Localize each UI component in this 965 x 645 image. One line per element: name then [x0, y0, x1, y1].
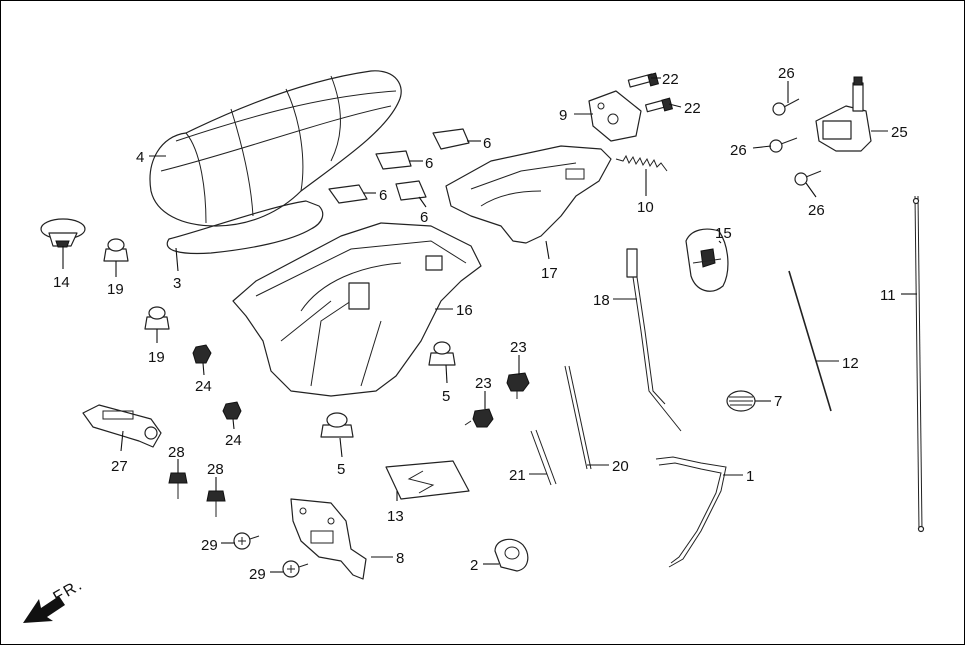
callout-26a: 26: [778, 65, 795, 82]
bracket-8: [290, 498, 367, 580]
callout-6d: 6: [420, 209, 428, 226]
lever-15: [685, 228, 729, 292]
callout-13: 13: [387, 508, 404, 525]
callout-24b: 24: [225, 432, 242, 449]
callout-1: 1: [746, 468, 754, 485]
seat-latch: [588, 90, 642, 142]
bolt-23a: [506, 372, 530, 399]
callout-25: 25: [891, 124, 908, 141]
callout-4: 4: [136, 149, 144, 166]
callout-27: 27: [111, 458, 128, 475]
callout-21: 21: [509, 467, 526, 484]
pad-6c: [328, 184, 368, 204]
screw-26b: [769, 137, 798, 153]
bolt-28a: [168, 472, 188, 499]
callout-22b: 22: [684, 100, 701, 117]
spring-7: [726, 390, 756, 412]
callout-6b: 6: [425, 155, 433, 172]
callouts: 22 22 9 26 26 26 25 4 6 6 6 6 10 3 14 19: [53, 65, 917, 583]
callout-7: 7: [774, 393, 782, 410]
callout-23b: 23: [475, 375, 492, 392]
rubber-cap-19b: [144, 306, 170, 330]
callout-2: 2: [470, 557, 478, 574]
rubber-5b: [320, 412, 354, 438]
hinge-27: [82, 404, 162, 448]
manual-13: [385, 460, 470, 500]
rod-21: [530, 429, 557, 486]
screw-29b: [282, 560, 309, 578]
screw-26c: [794, 170, 822, 186]
rod-12: [788, 270, 832, 412]
bolt-22a: [627, 72, 660, 88]
callout-14: 14: [53, 274, 70, 291]
storage-box: [232, 222, 482, 397]
callout-18: 18: [593, 292, 610, 309]
pad-6b: [375, 150, 412, 170]
callout-19b: 19: [148, 349, 165, 366]
callout-28a: 28: [168, 444, 185, 461]
spring-10: [615, 154, 668, 172]
callout-22a: 22: [662, 71, 679, 88]
clamp-2: [494, 538, 529, 572]
pad-6a: [432, 128, 470, 150]
callout-16: 16: [456, 302, 473, 319]
callout-8: 8: [396, 550, 404, 567]
pad-6d: [395, 180, 427, 201]
nut-24a: [192, 344, 212, 364]
callout-15: 15: [715, 225, 732, 242]
callout-10: 10: [637, 199, 654, 216]
callout-6c: 6: [379, 187, 387, 204]
callout-5a: 5: [442, 388, 450, 405]
bolt-22b: [644, 97, 674, 113]
nut-24b: [222, 401, 242, 420]
rod-1: [655, 456, 727, 568]
screw-29a: [233, 532, 260, 550]
callout-28b: 28: [207, 461, 224, 478]
callout-3: 3: [173, 275, 181, 292]
bolt-28b: [206, 490, 226, 517]
screw-26a: [772, 98, 800, 116]
callout-17: 17: [541, 265, 558, 282]
callout-19a: 19: [107, 281, 124, 298]
front-label: FR.: [51, 576, 87, 607]
front-direction-arrow: FR.: [23, 576, 87, 623]
cover-plate: [445, 145, 612, 244]
callout-29b: 29: [249, 566, 266, 583]
cable-11: [912, 195, 925, 533]
bolt-23b: [464, 408, 494, 428]
callout-11: 11: [880, 287, 896, 304]
callout-24a: 24: [195, 378, 212, 395]
seat: [149, 70, 402, 227]
switch-25: [815, 76, 872, 152]
rubber-5a: [428, 341, 456, 366]
seat-seal: [166, 200, 324, 255]
rubber-cap-19a: [103, 238, 129, 262]
callout-6a: 6: [483, 135, 491, 152]
cable-18: [626, 248, 682, 432]
callout-5b: 5: [337, 461, 345, 478]
callout-26c: 26: [808, 202, 825, 219]
callout-20: 20: [612, 458, 629, 475]
callout-26b: 26: [730, 142, 747, 159]
clip-14: [40, 218, 86, 248]
rod-20: [564, 365, 592, 470]
callout-29a: 29: [201, 537, 218, 554]
callout-23a: 23: [510, 339, 527, 356]
callout-12: 12: [842, 355, 859, 372]
callout-9: 9: [559, 107, 567, 124]
